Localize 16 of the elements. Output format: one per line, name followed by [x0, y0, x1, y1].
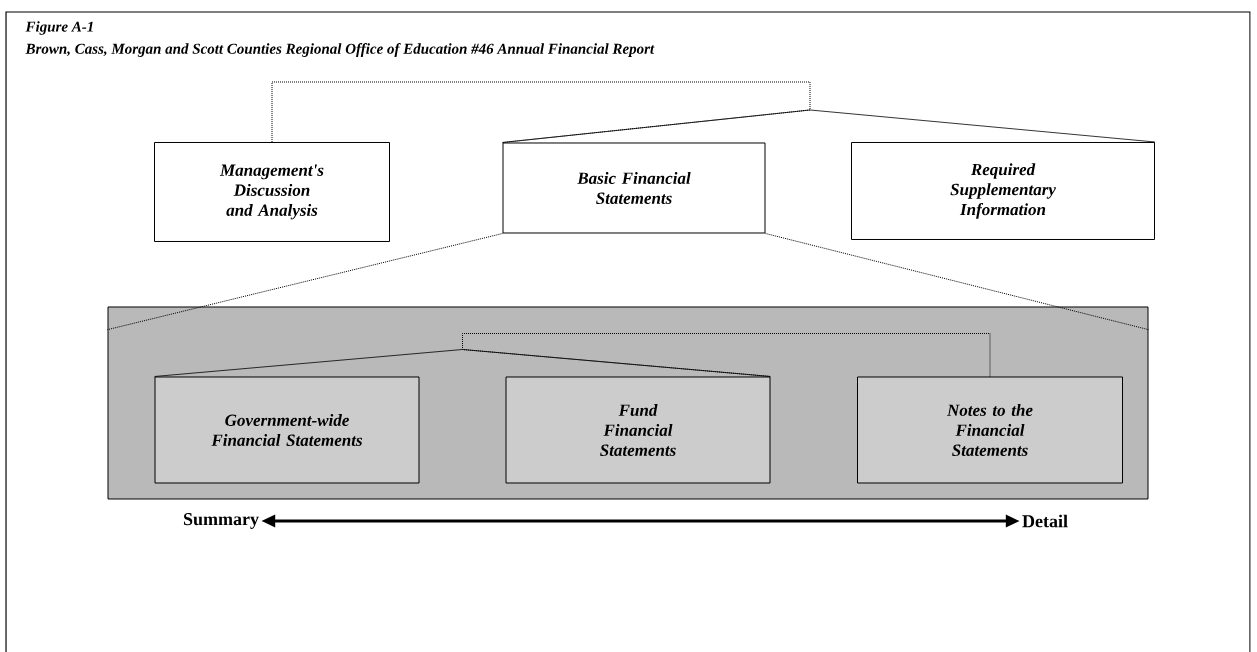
statement-box: Notes to the Financial Statements [857, 376, 1123, 484]
report-part-box: Management's Discussion and Analysis [154, 142, 390, 242]
connector-line [154, 349, 771, 377]
report-part-box: Basic Financial Statements [502, 142, 766, 234]
connector-line [462, 333, 991, 377]
connector-line [271, 81, 811, 143]
connector-line [765, 233, 1149, 331]
scale-label: Detail [1022, 514, 1068, 528]
diagram-title: Figure A-1 [25, 21, 93, 35]
connector-line [502, 109, 1156, 143]
statement-box: Fund Financial Statements [505, 376, 771, 484]
connector-line [107, 233, 503, 331]
scale-label: Summary [183, 513, 259, 529]
statement-box: Government-wide Financial Statements [154, 376, 420, 484]
report-part-box: Required Supplementary Information [851, 142, 1155, 240]
caption: Brown, Cass, Morgan and Scott Counties Regional Office of Education #46 Annual Financial Report [25, 43, 655, 57]
